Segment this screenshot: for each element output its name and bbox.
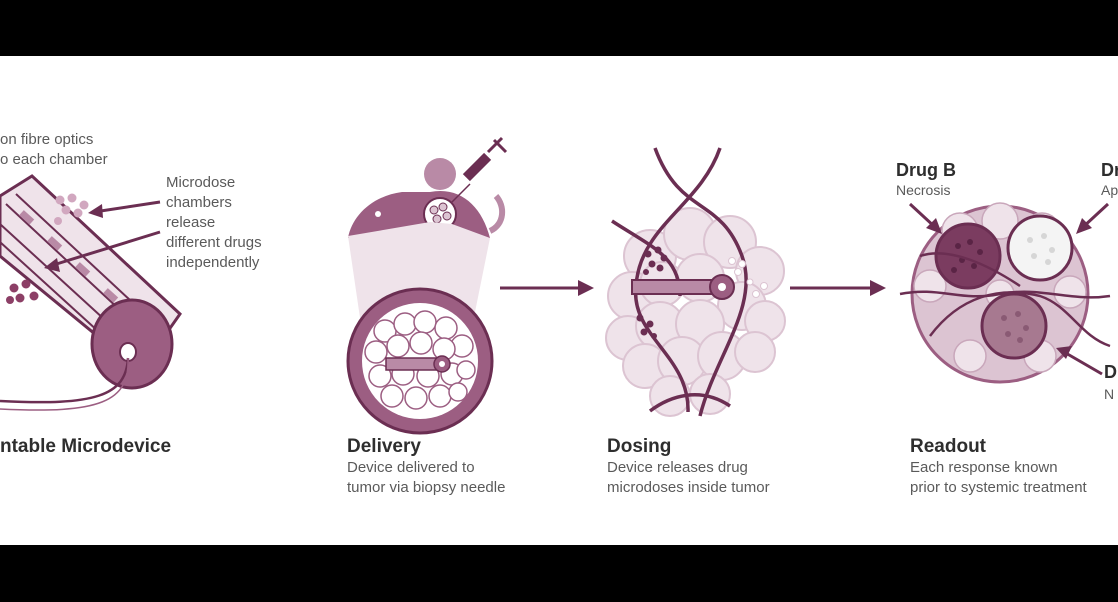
chambers-label-line5: independently bbox=[166, 253, 259, 273]
drug-bottom-right-label: D bbox=[1104, 362, 1117, 383]
dosing-title: Dosing bbox=[607, 436, 671, 458]
delivery-desc-line2: tumor via biopsy needle bbox=[347, 478, 505, 498]
arrow-delivery-to-dosing bbox=[500, 280, 594, 296]
syringe-illustration bbox=[452, 138, 506, 202]
arrow-drug-b bbox=[910, 204, 942, 234]
microdevice-illustration bbox=[0, 176, 180, 410]
chambers-label-line1: Microdose bbox=[166, 173, 235, 193]
dosing-desc-line2: microdoses inside tumor bbox=[607, 478, 770, 498]
chambers-label-line4: different drugs bbox=[166, 233, 262, 253]
arrow-dosing-to-readout bbox=[790, 280, 886, 296]
readout-title: Readout bbox=[910, 436, 986, 458]
delivery-desc-line1: Device delivered to bbox=[347, 458, 475, 478]
arrow-drug-bottom-right bbox=[1056, 346, 1102, 374]
arrow-drug-top-right bbox=[1076, 204, 1108, 234]
tumor-zoom-circle bbox=[348, 289, 492, 433]
delivery-title: Delivery bbox=[347, 436, 421, 458]
drug-b-effect: Necrosis bbox=[896, 182, 950, 198]
chambers-label-line2: chambers bbox=[166, 193, 232, 213]
dosing-desc-line1: Device releases drug bbox=[607, 458, 748, 478]
fibre-optics-label-line1: on fibre optics bbox=[0, 130, 93, 150]
readout-desc-line1: Each response known bbox=[910, 458, 1058, 478]
dosing-tumor-illustration bbox=[606, 148, 785, 416]
fibre-optics-label-line2: o each chamber bbox=[0, 150, 108, 170]
microdevice-title: ntable Microdevice bbox=[0, 436, 171, 458]
readout-desc-line2: prior to systemic treatment bbox=[910, 478, 1087, 498]
drug-b-label: Drug B bbox=[896, 160, 956, 181]
drug-top-right-label: Dr bbox=[1101, 160, 1118, 181]
drug-bottom-right-effect: N bbox=[1104, 386, 1114, 402]
figure-panel: on fibre optics o each chamber Microdose… bbox=[0, 56, 1118, 545]
chambers-label-line3: release bbox=[166, 213, 215, 233]
drug-top-right-effect: Ap bbox=[1101, 182, 1118, 198]
